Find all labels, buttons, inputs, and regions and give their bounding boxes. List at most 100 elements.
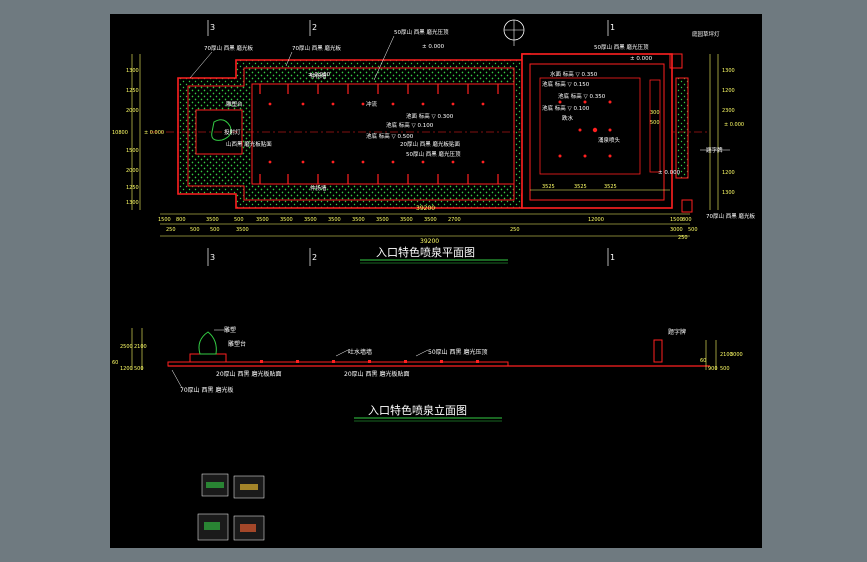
elev-label-sculpture: 雕塑 — [224, 326, 236, 334]
axis-top-2: 2 — [312, 23, 317, 32]
dim-text: 2100 — [134, 344, 147, 350]
plan-dim-row-1: 1500 800 3500 500 3500 3500 3500 3500 35… — [158, 217, 692, 223]
dim-text: 3500 — [376, 217, 389, 223]
elevation-dims-left: 60 1200 500 2500 2100 — [112, 344, 147, 372]
dim-text: 250 — [510, 227, 520, 233]
plan-right-pool — [521, 53, 693, 213]
label-bottom-note: 50厚山 西黑 磨光压顶 — [406, 150, 461, 158]
dim-text: 500 — [720, 366, 730, 372]
label-side-note: 20厚山 西黑 磨光板贴面 — [400, 140, 460, 148]
plan-dim-row-2: 250 500 500 3500 250 3000 500 250 — [166, 227, 698, 241]
dim-text: 2000 — [126, 168, 139, 174]
plan-annotations: 70厚山 西黑 磨光板 70厚山 西黑 磨光板 50厚山 西黑 磨光压顶 ± 0… — [189, 28, 755, 220]
dim-text: 1500 — [670, 217, 683, 223]
label-elev-right-pool: ± 0.000 — [658, 170, 681, 176]
elev-label-facing-1: 20厚山 西黑 磨光板贴面 — [216, 370, 281, 378]
label-elev-right: ± 0.000 — [630, 56, 653, 62]
dim-text: 2000 — [126, 108, 139, 114]
plan-dim-right-pool: 3525 3525 3525 — [542, 184, 617, 190]
dim-total-top-text: 39200 — [416, 205, 435, 212]
label-right-a: 跌水 — [562, 114, 574, 122]
label-pool-bottom-1: 池面 标高 ▽ 0.300 — [406, 112, 454, 120]
elev-label-sign: 题字牌 — [668, 328, 686, 336]
dim-text: 1200 — [722, 170, 735, 176]
dim-text: 3525 — [542, 184, 555, 190]
elev-right-out: ± 0.000 — [724, 122, 744, 128]
elev-label-sculpture-base: 雕塑台 — [228, 340, 246, 348]
label-stone-paving: 山西黑 磨光板贴面 — [226, 140, 272, 148]
label-border-left: 70厚山 西黑 磨光板 — [204, 44, 253, 52]
dim-text: 250 — [166, 227, 176, 233]
dim-text: 1500 — [158, 217, 171, 223]
dim-total-text: 39200 — [420, 238, 439, 245]
plan-title: 入口特色喷泉平面图 — [376, 245, 475, 259]
dim-text: 500 — [134, 366, 144, 372]
cad-drawing: 3 2 1 3 2 1 — [112, 19, 755, 541]
axis-bottom-3: 3 — [210, 253, 215, 262]
dim-text: 3000 — [730, 352, 743, 358]
dim-text: 3500 — [236, 227, 249, 233]
elev-label-cap: 50厚山 西黑 磨光压顶 — [428, 348, 487, 356]
dim-text: 500 — [190, 227, 200, 233]
dim-text: 2500 — [120, 344, 133, 350]
dim-text: 1300 — [126, 68, 139, 74]
label-right-pool-2: 池底 标高 ▽ 0.150 — [542, 80, 590, 88]
label-sculpture-base: 雕塑台 — [226, 100, 243, 108]
dim-text: 900 — [708, 366, 718, 372]
elevation-annotations: 雕塑 雕塑台 吐水墙墙 50厚山 西黑 磨光压顶 20厚山 西黑 磨光板贴面 2… — [171, 326, 686, 394]
dim-text: 800 — [176, 217, 186, 223]
dim-text: 500 — [650, 120, 660, 126]
axis-top-3: 3 — [210, 23, 215, 32]
dim-text: 3500 — [206, 217, 219, 223]
dim-text: 3500 — [280, 217, 293, 223]
elev-left-out: ± 0.000 — [144, 130, 164, 136]
dim-text: 1200 — [722, 88, 735, 94]
sculpture-elevation-icon — [198, 331, 217, 355]
label-underwater-light: 投射灯 — [224, 128, 241, 136]
label-elev-mid: ± 0.000 — [308, 72, 331, 78]
dim-text: 3000 — [670, 227, 683, 233]
dim-left-total: 10800 — [112, 130, 128, 136]
sculpture-icon — [211, 119, 232, 141]
dim-text: 1250 — [126, 88, 139, 94]
elevation-drawing — [131, 328, 717, 370]
axis-markers: 3 2 1 3 2 1 — [207, 20, 615, 266]
drawing-canvas: 3 2 1 3 2 1 — [110, 14, 762, 548]
dim-text: 250 — [678, 235, 688, 241]
label-top-cap: 50厚山 西黑 磨光压顶 — [394, 28, 449, 36]
dim-text: 1200 — [120, 366, 133, 372]
dim-text: 2100 — [720, 352, 733, 358]
plan-dimensions — [131, 54, 719, 237]
plan-outline — [150, 53, 710, 209]
dim-text: 1300 — [126, 200, 139, 206]
dim-text: 12000 — [588, 217, 604, 223]
dim-text: 800 — [682, 217, 692, 223]
dim-text: 3500 — [304, 217, 317, 223]
dim-text: 1500 — [126, 148, 139, 154]
dim-text: 500 — [210, 227, 220, 233]
label-pool-edge-bottom: 仲扬墙 — [310, 184, 327, 192]
elevation-title: 入口特色喷泉立面图 — [368, 403, 467, 417]
dim-text: 3525 — [604, 184, 617, 190]
dim-text: 1300 — [722, 68, 735, 74]
dim-text: 3500 — [400, 217, 413, 223]
label-right-top: 50厚山 西黑 磨光压顶 — [594, 43, 649, 51]
dim-text: 60 — [700, 358, 706, 364]
label-right-pool-4: 池底 标高 ▽ 0.100 — [542, 104, 590, 112]
plan-dim-right: 1300 1200 2300 300 500 1200 1300 ± 0.000 — [650, 68, 744, 196]
axis-bottom-1: 1 — [610, 253, 615, 262]
label-right-bottom: 70厚山 西黑 磨光板 — [706, 212, 755, 220]
label-right-pool-3: 池底 标高 ▽ 0.350 — [558, 92, 606, 100]
axis-top-1: 1 — [610, 23, 615, 32]
dim-text: 1300 — [722, 190, 735, 196]
dim-text: 3500 — [352, 217, 365, 223]
axis-bottom-2: 2 — [312, 253, 317, 262]
dim-text: 500 — [234, 217, 244, 223]
label-right-pool-1: 水面 标高 ▽ 0.350 — [550, 70, 598, 78]
plan-dim-left: 1300 1250 2000 1500 2000 1250 1300 10800… — [112, 68, 164, 206]
elev-label-facing-2: 20厚山 西黑 磨光板贴面 — [344, 370, 409, 378]
dim-text: 60 — [112, 360, 118, 366]
dim-text: 3500 — [424, 217, 437, 223]
label-elev-top: ± 0.000 — [422, 44, 445, 50]
elev-label-spout: 吐水墙墙 — [348, 348, 372, 356]
